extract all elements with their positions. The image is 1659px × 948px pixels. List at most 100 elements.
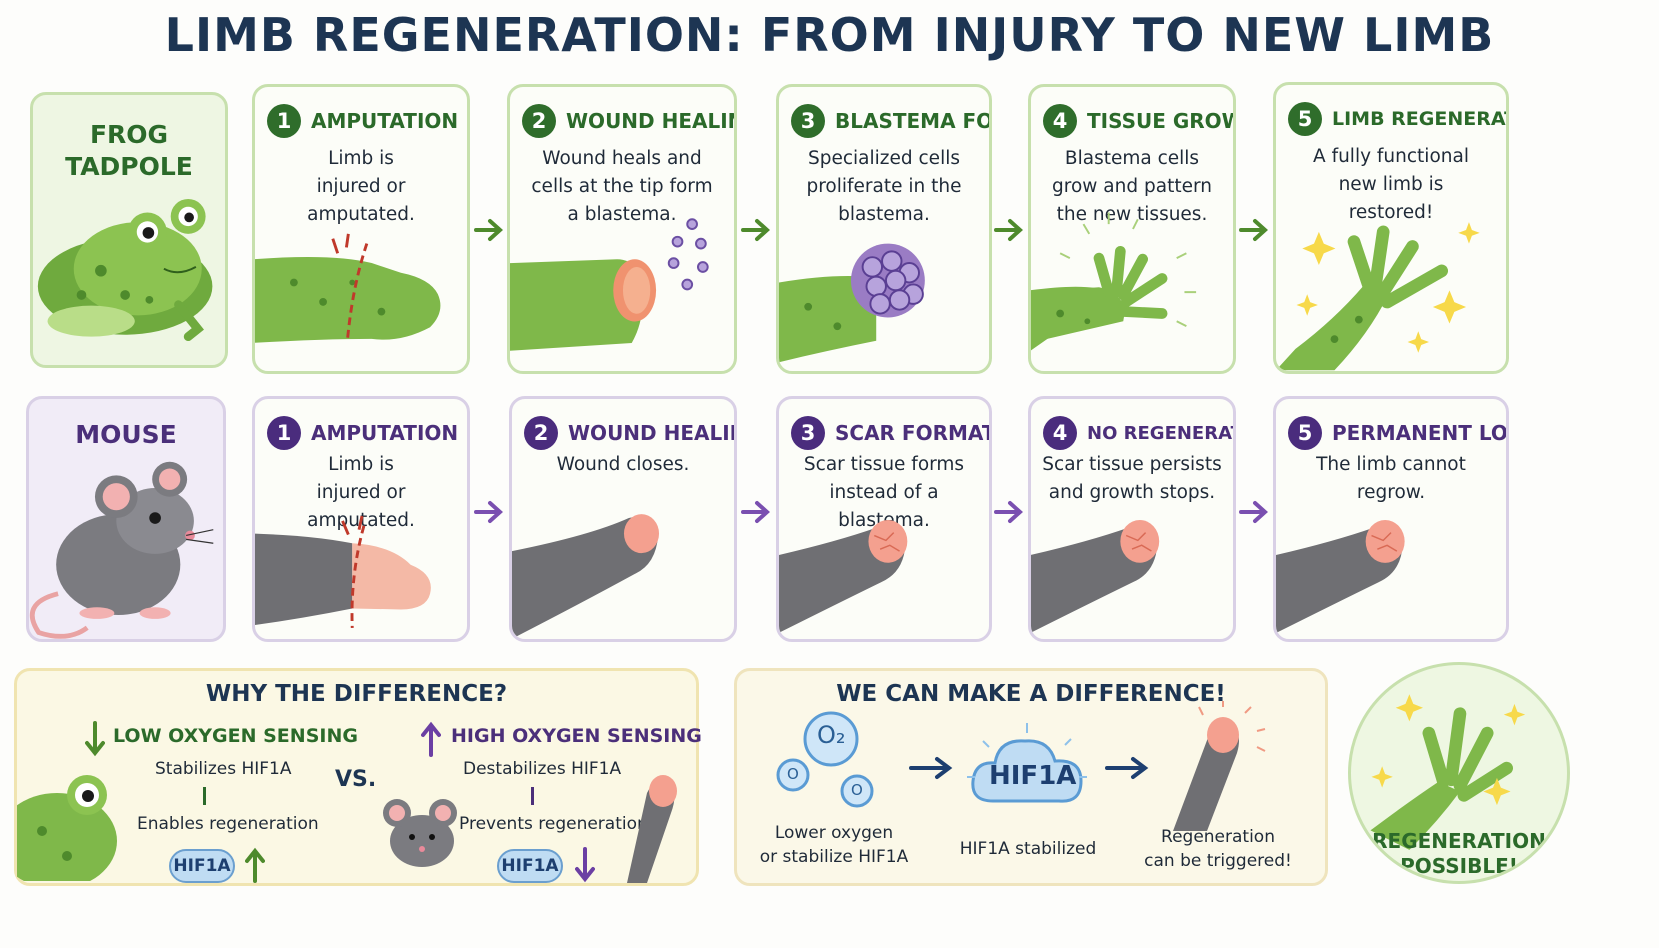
step-number-badge: 1 (267, 104, 301, 138)
step-description: Limb is injured or amputated. (307, 454, 415, 531)
mouse-illustration (29, 461, 214, 639)
regenerated-hand-icon (1370, 694, 1526, 850)
frog-step-5-card: 5 LIMB REGENERATION A fully functional ne… (1273, 82, 1509, 374)
hif1a-cloud-icon (967, 723, 1087, 803)
mouse-permanent-loss-illustration (1276, 519, 1405, 634)
step-number-badge: 4 (1043, 104, 1077, 138)
step-description: Specialized cells proliferate in the bla… (806, 148, 962, 225)
step1-text: Lower oxygen or stabilize HIF1A (759, 823, 909, 867)
regrowing-limb-icon (1173, 701, 1266, 831)
mouse-species-label: MOUSE (75, 420, 177, 449)
frog-regenerated-limb-illustration (1276, 222, 1480, 371)
step-title: AMPUTATION (311, 109, 459, 133)
arrow-up-icon (421, 721, 441, 757)
page-title: LIMB REGENERATION: FROM INJURY TO NEW LI… (164, 8, 1495, 62)
mouse-wound-closed-illustration (512, 514, 660, 639)
frog-step-1-card: 1 AMPUTATION Limb is injured or amputated… (252, 84, 470, 374)
why-difference-panel: WHY THE DIFFERENCE? LOW OXYGEN SENSING S… (14, 668, 702, 886)
step-number-badge: 4 (1043, 416, 1077, 450)
step-title: TISSUE GROWTH (1087, 109, 1233, 133)
step-title: LIMB REGENERATION (1332, 108, 1506, 130)
arrow-right-icon (1239, 501, 1268, 523)
step-title: AMPUTATION (311, 421, 459, 445)
mouse-stump-icon (627, 775, 677, 883)
arrow-right-icon (474, 219, 503, 241)
arrow-right-icon (994, 501, 1023, 523)
high-oxygen-effect: Destabilizes HIF1A (463, 759, 622, 779)
mouse-no-regeneration-illustration (1031, 519, 1160, 633)
frog-step-4-card: 4 TISSUE GROWTH Blastema cells grow and p… (1028, 84, 1236, 374)
low-oxygen-effect: Stabilizes HIF1A (155, 759, 292, 779)
arrow-right-icon (1105, 757, 1149, 779)
step-description: Scar tissue persists and growth stops. (1042, 454, 1222, 503)
hif1a-pill: HIF1A (169, 849, 235, 883)
arrow-right-icon (741, 501, 770, 523)
regeneration-possible-badge: REGENERATION POSSIBLE! (1348, 662, 1570, 884)
arrow-right-icon (474, 501, 503, 523)
step-title: WOUND HEALING (566, 109, 734, 133)
step-title: NO REGENERATION (1087, 422, 1233, 444)
hif1a-cloud-label: HIF1A (989, 761, 1077, 791)
high-oxygen-result: Prevents regeneration (459, 814, 648, 834)
step-title: SCAR FORMATION (835, 421, 989, 445)
hif1a-pill: HIF1A (497, 849, 563, 883)
step-description: Scar tissue forms instead of a blastema. (803, 454, 965, 531)
step3-text: Regeneration can be triggered! (1144, 827, 1292, 871)
step-number-badge: 5 (1288, 102, 1322, 136)
step-description: A fully functional new limb is restored! (1313, 146, 1469, 223)
step-description: Blastema cells grow and pattern the new … (1052, 148, 1212, 225)
frog-face-icon (17, 775, 117, 881)
frog-amputated-limb-illustration (255, 233, 441, 343)
low-oxygen-label: LOW OXYGEN SENSING (113, 725, 358, 747)
mouse-step-1-card: 1 AMPUTATION Limb is injured or amputated… (252, 396, 470, 642)
step-title: WOUND HEALING (568, 421, 734, 445)
mouse-card: MOUSE (26, 396, 226, 642)
arrow-right-icon (1239, 219, 1268, 241)
o-bubble-label: O (787, 765, 799, 783)
connector-line (203, 787, 206, 805)
frog-step-2-card: 2 WOUND HEALING Wound heals and cells at … (507, 84, 737, 374)
step-number-badge: 5 (1288, 416, 1322, 450)
badge-label: REGENERATION POSSIBLE! (1372, 829, 1546, 878)
step-number-badge: 2 (522, 104, 556, 138)
frog-blastema-illustration (779, 243, 925, 363)
arrow-up-icon (245, 847, 265, 883)
step2-text: HIF1A stabilized (959, 839, 1097, 859)
o-bubble-label: O (851, 781, 863, 799)
mouse-amputated-limb-illustration (255, 515, 431, 628)
step-title: BLASTEMA FORMS (835, 109, 992, 133)
make-difference-panel: WE CAN MAKE A DIFFERENCE! O₂ O O Lower o… (734, 668, 1328, 886)
arrow-right-icon (741, 219, 770, 241)
o2-bubble-label: O₂ (817, 721, 846, 749)
low-oxygen-result: Enables regeneration (137, 814, 319, 834)
mouse-face-icon (383, 799, 457, 867)
mouse-scar-formation-illustration (779, 519, 908, 633)
frog-step-3-card: 3 BLASTEMA FORMS Specialized cells prolif… (776, 84, 992, 374)
mouse-step-3-card: 3 SCAR FORMATION Scar tissue forms instea… (776, 396, 992, 642)
step-title: PERMANENT LOSS (1332, 421, 1508, 445)
step-number-badge: 1 (267, 416, 301, 450)
frog-species-label: FROG TADPOLE (65, 120, 193, 181)
make-panel-title: WE CAN MAKE A DIFFERENCE! (836, 681, 1226, 707)
step-number-badge: 2 (524, 416, 558, 450)
why-panel-title: WHY THE DIFFERENCE? (205, 681, 508, 707)
frog-tadpole-card: FROG TADPOLE (30, 92, 228, 368)
step-description: Wound closes. (556, 454, 690, 475)
arrow-down-icon (85, 721, 105, 757)
frog-illustration (37, 198, 213, 342)
connector-line (531, 787, 534, 805)
frog-wound-healing-illustration (510, 218, 709, 351)
high-oxygen-label: HIGH OXYGEN SENSING (451, 725, 702, 747)
vs-label: VS. (335, 767, 377, 792)
arrow-right-icon (909, 757, 953, 779)
mouse-step-4-card: 4 NO REGENERATION Scar tissue persists an… (1028, 396, 1236, 642)
frog-tissue-growth-illustration (1031, 212, 1197, 351)
step-description: Limb is injured or amputated. (307, 148, 415, 225)
mouse-step-2-card: 2 WOUND HEALING Wound closes. (509, 396, 737, 642)
step-number-badge: 3 (791, 416, 825, 450)
step-description: Wound heals and cells at the tip form a … (531, 148, 713, 225)
arrow-down-icon (575, 847, 595, 883)
arrow-right-icon (994, 219, 1023, 241)
step-number-badge: 3 (791, 104, 825, 138)
